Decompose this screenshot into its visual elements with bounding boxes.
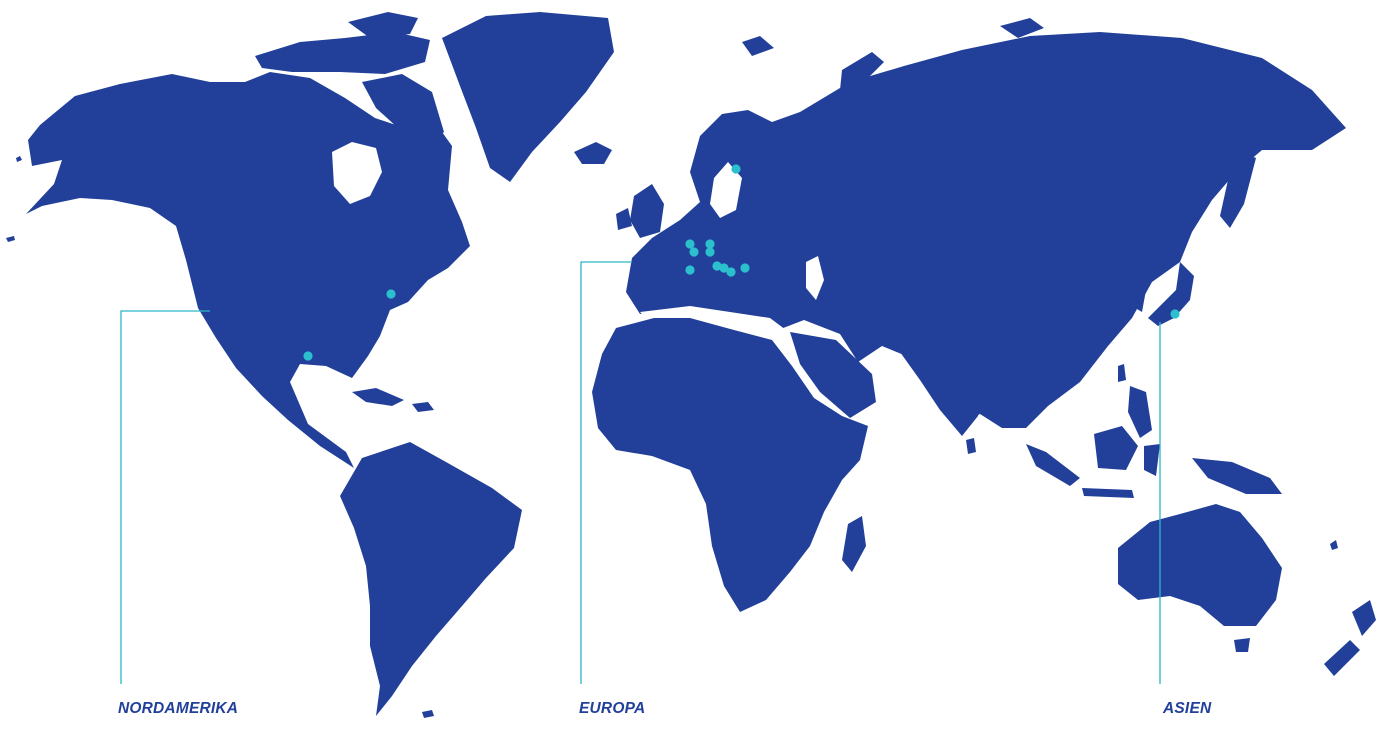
region-label-asia: ASIEN [1163,700,1212,717]
borneo [1094,426,1138,470]
mediterranean-sea [640,306,786,334]
baltic-sea [710,162,742,218]
north-america-leader-line [120,310,210,684]
pacific-island [1330,540,1338,550]
eurasia-landmass [626,32,1346,428]
sri-lanka [966,438,976,454]
new-zealand-north [1352,600,1376,636]
arctic-islands [255,32,430,74]
british-isles [630,184,664,238]
java [1082,488,1134,498]
indian-subcontinent [900,352,990,436]
taiwan [1118,364,1126,382]
location-marker-europe-8 [726,267,736,277]
korea [1132,284,1146,312]
location-marker-europe-9 [740,263,750,273]
sakhalin [1170,206,1184,254]
hudson-bay [332,142,382,204]
caspian-sea [806,256,824,300]
leader-lines [120,261,1161,684]
location-marker-new-york [386,289,396,299]
caribbean-islands [352,388,404,406]
novaya-zemlya [840,52,884,90]
location-marker-europe-3 [705,239,715,249]
location-markers [303,164,1180,361]
tasmania [1234,638,1250,652]
location-marker-europe-5 [685,265,695,275]
africa-landmass [592,318,868,612]
location-marker-europe-6 [712,261,722,271]
kamchatka [1220,150,1256,228]
sulawesi [1144,444,1160,476]
region-label-north-america: NORDAMERIKA [118,700,239,717]
iceland [574,142,612,164]
azores-islands [16,156,22,162]
location-marker-europe-2 [689,247,699,257]
greenland [442,12,614,182]
new-guinea [1192,458,1282,494]
falkland-islands [422,710,434,718]
sumatra [1026,444,1080,486]
ireland [616,208,632,230]
region-label-europe: EUROPA [579,700,646,717]
baffin-island [362,74,444,148]
location-marker-houston [303,351,313,361]
location-marker-europe-1 [685,239,695,249]
aleutian-islands [6,236,15,242]
new-zealand-south [1324,640,1360,676]
location-marker-europe-7 [719,263,729,273]
hispaniola [412,402,434,412]
severnaya-zemlya [1000,18,1044,38]
australia-landmass [1118,504,1282,626]
location-marker-europe-4 [705,247,715,257]
europe-leader-line [580,261,632,684]
continents [6,12,1376,718]
location-marker-finland [731,164,741,174]
svalbard [742,36,774,56]
location-marker-japan [1170,309,1180,319]
japan [1148,262,1194,326]
philippines [1128,386,1152,438]
south-america-landmass [340,442,522,716]
arabian-peninsula [790,332,876,418]
madagascar [842,516,866,572]
ellesmere-island [348,12,418,38]
